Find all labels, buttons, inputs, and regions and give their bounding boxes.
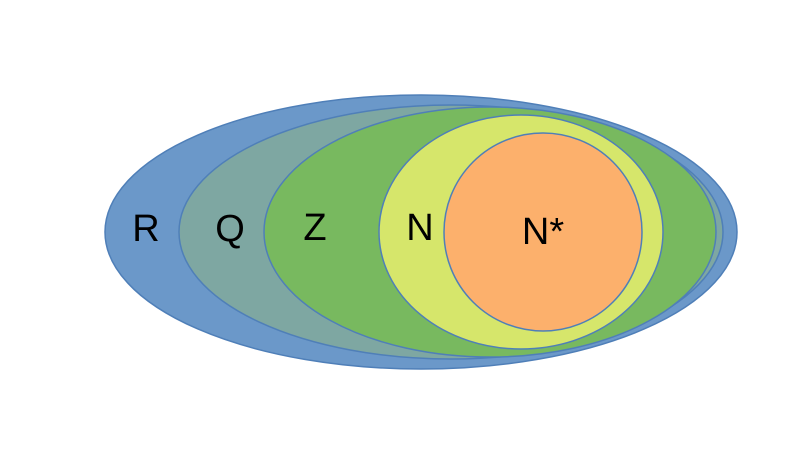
set-n-label: N (406, 207, 433, 249)
set-q-label: Q (215, 208, 245, 250)
set-z-label: Z (303, 207, 326, 249)
set-nstar-label: N* (522, 211, 564, 253)
set-nstar-circle (443, 132, 643, 332)
set-r-label: R (132, 208, 159, 250)
